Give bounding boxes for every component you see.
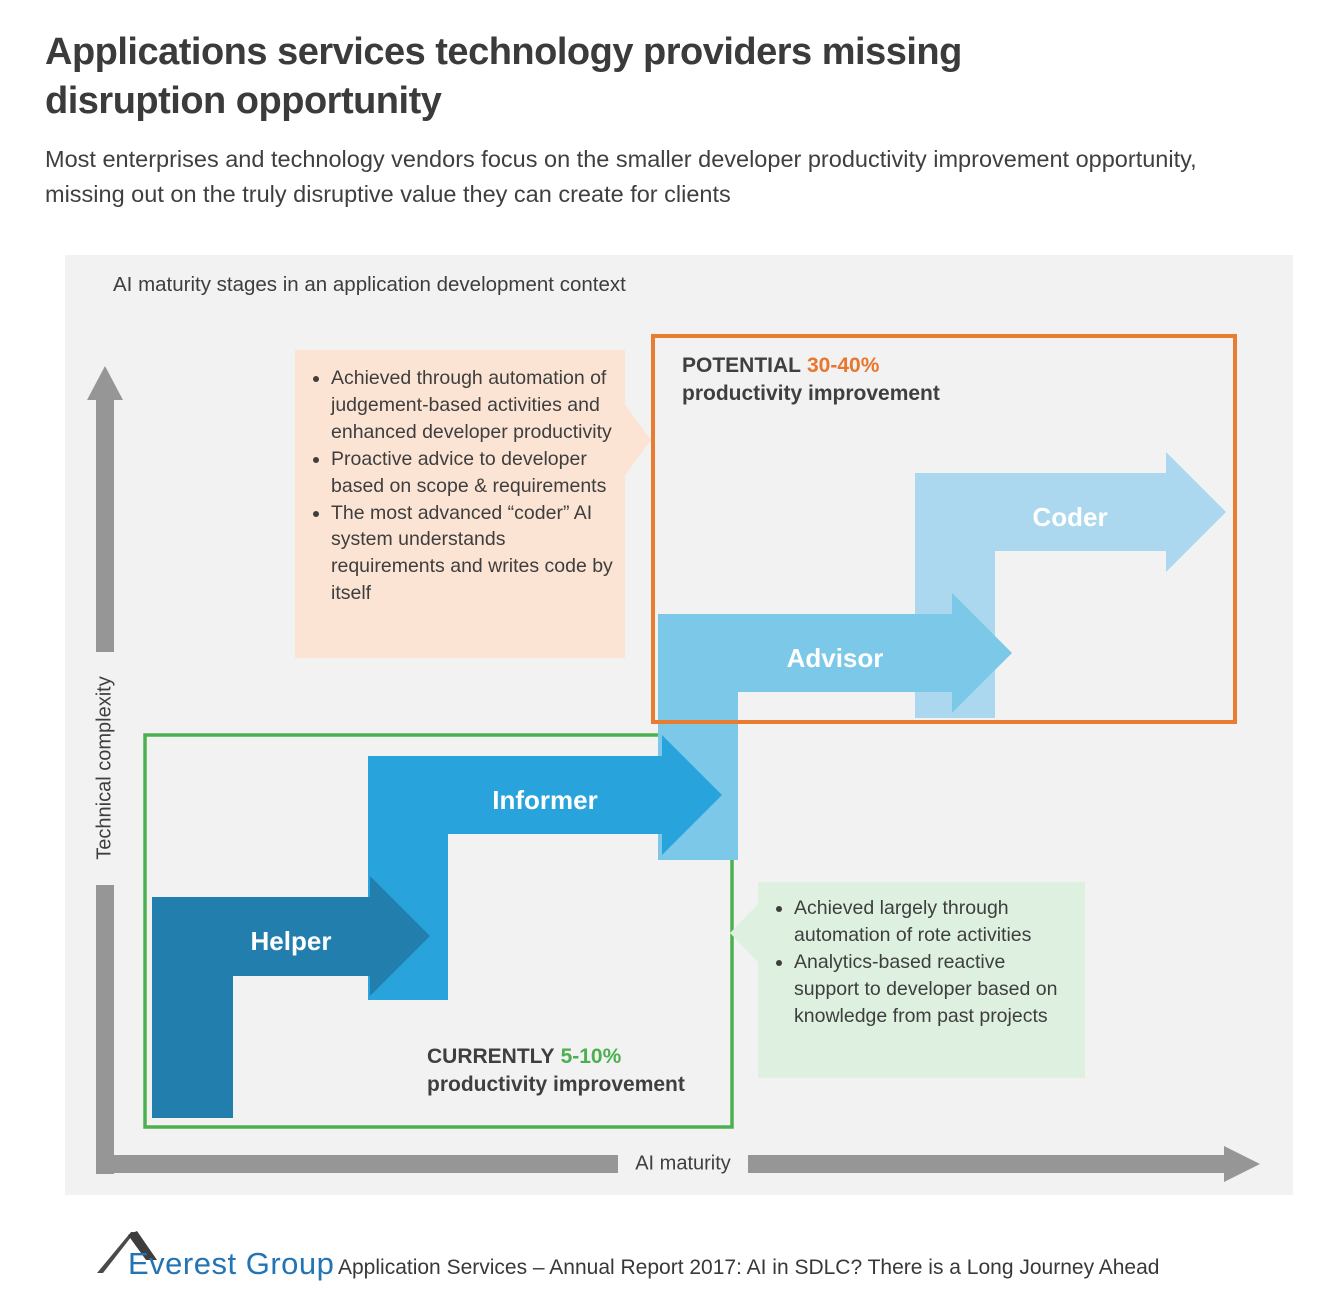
y-axis-line-upper [96, 398, 114, 652]
y-axis-arrowhead [87, 366, 123, 400]
y-axis-line-lower [96, 885, 114, 1174]
potential-value: 30-40% [807, 354, 880, 377]
potential-box-label: POTENTIAL 30-40% productivity improvement [682, 352, 940, 407]
stage-label-advisor: Advisor [787, 643, 884, 673]
currently-callout-bullet: Analytics-based reactive support to deve… [794, 949, 1075, 1030]
page-subtitle: Most enterprises and technology vendors … [45, 146, 1197, 208]
everest-group-wordmark: Everest Group [128, 1246, 335, 1281]
potential-callout-pointer-icon [624, 403, 651, 477]
everest-group-logo-icon [97, 1231, 157, 1273]
chart-header: AI maturity stages in an application dev… [113, 273, 626, 296]
potential-callout-bullet: The most advanced “coder” AI system unde… [331, 500, 615, 608]
footer: Everest Group Application Services – Ann… [95, 1222, 1275, 1292]
page-title: Applications services technology provide… [45, 31, 962, 122]
maturity-staircase-diagram: Helper Informer Advisor Coder [87, 334, 1260, 1182]
potential-callout-list: Achieved through automation of judgement… [295, 365, 621, 607]
currently-callout-list: Achieved largely through automation of r… [758, 895, 1081, 1030]
currently-value: 5-10% [560, 1045, 622, 1068]
potential-callout: Achieved through automation of judgement… [295, 350, 651, 658]
currently-callout-bullet: Achieved largely through automation of r… [794, 895, 1075, 949]
currently-callout-pointer-icon [730, 904, 758, 962]
potential-prefix: POTENTIAL [682, 354, 801, 377]
stage-arrow-helper [152, 876, 430, 1118]
mountain-right-stroke [128, 1231, 157, 1260]
chart-panel: AI maturity stages in an application dev… [65, 255, 1293, 1195]
currently-suffix: productivity improvement [427, 1072, 685, 1096]
potential-callout-bullet: Proactive advice to developer based on s… [331, 446, 615, 500]
currently-callout: Achieved largely through automation of r… [730, 882, 1085, 1078]
potential-suffix: productivity improvement [682, 381, 940, 405]
x-axis-line-left [96, 1155, 618, 1173]
currently-prefix: CURRENTLY [427, 1045, 555, 1068]
x-axis-line-right [748, 1155, 1224, 1173]
stage-label-helper: Helper [251, 926, 332, 956]
stage-arrow-advisor [658, 593, 1012, 860]
x-axis-arrowhead [1224, 1146, 1260, 1182]
potential-callout-bullet: Achieved through automation of judgement… [331, 365, 615, 446]
stage-label-coder: Coder [1032, 502, 1107, 532]
stage-arrow-informer [368, 735, 722, 1000]
stage-label-informer: Informer [492, 785, 597, 815]
mountain-left-stroke [97, 1232, 135, 1273]
x-axis-label: AI maturity [635, 1152, 731, 1175]
potential-box-outline [651, 334, 1237, 724]
footer-caption: Application Services – Annual Report 201… [338, 1256, 1160, 1279]
y-axis-label: Technical complexity [93, 676, 116, 860]
